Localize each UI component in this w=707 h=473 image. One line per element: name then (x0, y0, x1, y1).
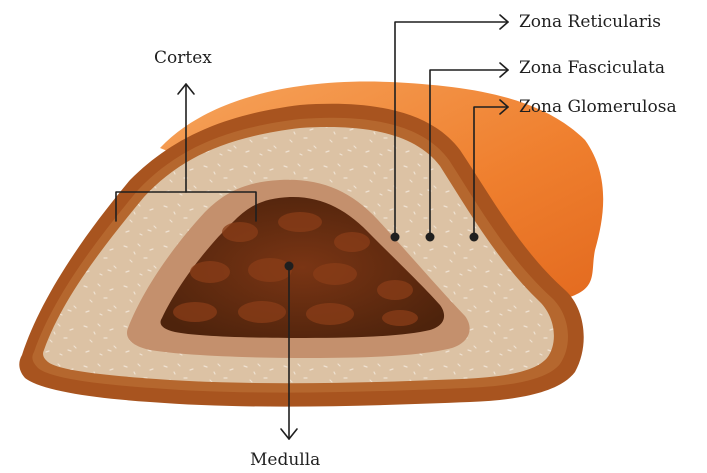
glomerulosa-dot (470, 233, 479, 242)
zona-reticularis-label: Zona Reticularis (519, 12, 661, 32)
medulla-dot (285, 262, 294, 271)
fasciculata-dot (426, 233, 435, 242)
medulla-label: Medulla (250, 450, 320, 470)
zona-fasciculata-label: Zona Fasciculata (519, 58, 665, 78)
cortex-label: Cortex (154, 48, 212, 68)
reticularis-dot (391, 233, 400, 242)
zona-glomerulosa-label: Zona Glomerulosa (519, 97, 677, 117)
